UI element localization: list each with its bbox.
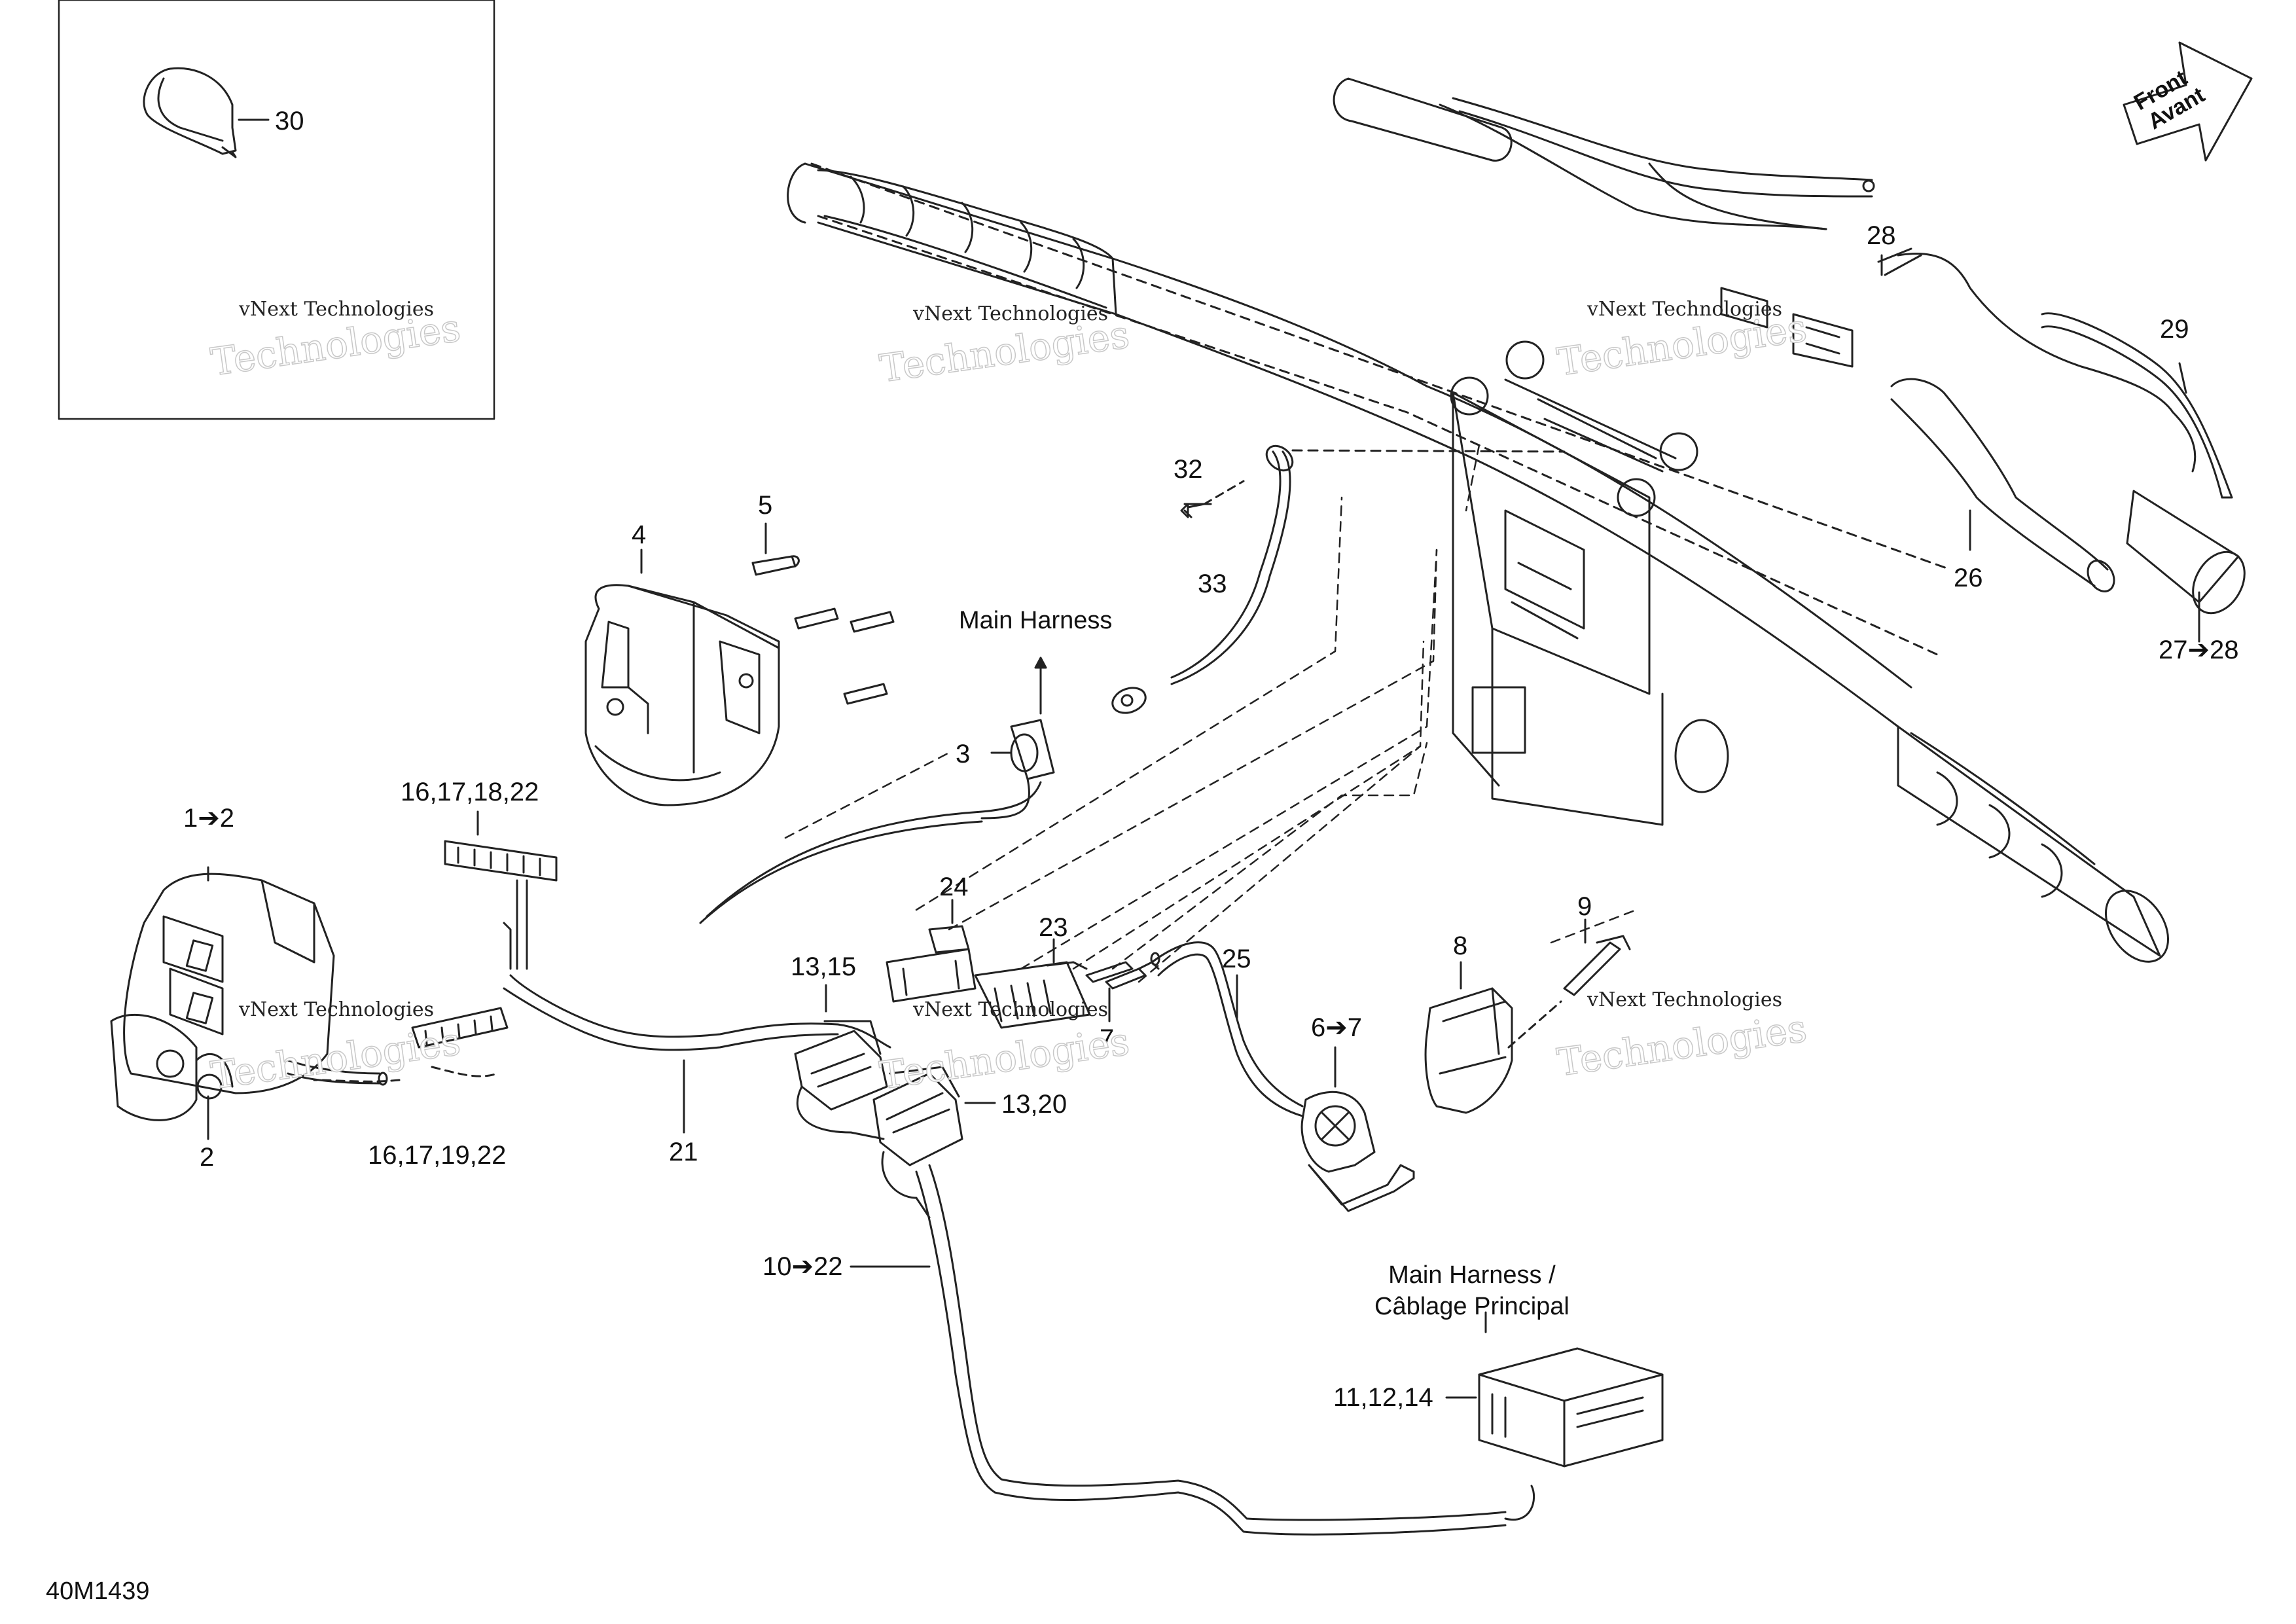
label-6-7: 6➔7 <box>1311 1013 1363 1042</box>
terminals-7 <box>1085 961 1160 990</box>
label-7: 7 <box>1100 1024 1115 1053</box>
label-21: 21 <box>669 1138 698 1166</box>
tube-29 <box>2041 312 2233 499</box>
label-13-15: 13,15 <box>791 952 857 981</box>
watermark-small-3: vNext Technologies <box>1587 298 1783 321</box>
label-13-20: 13,20 <box>1001 1090 1067 1119</box>
watermark-small-2: vNext Technologies <box>913 302 1109 325</box>
label-5: 5 <box>758 491 773 520</box>
connector-6-7 <box>1300 1091 1415 1212</box>
label-29: 29 <box>2160 315 2189 344</box>
pin-9 <box>1563 935 1631 996</box>
label-3: 3 <box>956 740 971 768</box>
inset-frame <box>58 0 495 420</box>
connector-23 <box>974 961 1091 1029</box>
connector-13-15 <box>794 1020 888 1140</box>
note-main-harness-fr-line2: Câblage Principal <box>1374 1292 1570 1320</box>
label-11-12-14: 11,12,14 <box>1333 1383 1433 1412</box>
note-main-harness: Main Harness <box>959 607 1113 634</box>
watermark-small-4: vNext Technologies <box>239 998 435 1021</box>
label-28: 28 <box>1867 221 1896 250</box>
label-30: 30 <box>275 107 304 135</box>
label-2: 2 <box>200 1143 215 1172</box>
label-9: 9 <box>1577 892 1592 921</box>
screws-5 <box>751 555 895 705</box>
leader-32 <box>1203 480 1245 505</box>
drawing-code: 40M1439 <box>46 1578 150 1605</box>
alignment-lines <box>784 444 1638 983</box>
note-main-harness-fr: Main Harness / Câblage Principal <box>1374 1260 1570 1322</box>
handlebar <box>787 162 2170 963</box>
note-main-harness-fr-line1: Main Harness / <box>1388 1261 1556 1289</box>
harness-21 <box>503 781 1042 1051</box>
label-8: 8 <box>1453 931 1468 960</box>
watermark-small-5: vNext Technologies <box>913 998 1109 1021</box>
connector-11-12-14 <box>1478 1347 1664 1468</box>
grip-heater-wire <box>1333 77 1875 230</box>
direction-arrow <box>2123 41 2253 162</box>
harness-10-22 <box>915 1164 1535 1536</box>
sleeve-27 <box>2126 490 2246 615</box>
ground-wire-33 <box>1111 444 1294 714</box>
label-1-2: 1➔2 <box>183 804 235 833</box>
switch-assembly-1 <box>110 873 388 1121</box>
tube-26 <box>1890 378 2115 592</box>
part-8 <box>1424 987 1513 1114</box>
label-33: 33 <box>1198 569 1227 598</box>
label-4: 4 <box>632 520 647 549</box>
switch-housing-4 <box>584 584 780 806</box>
harness-25 <box>1150 941 1304 1117</box>
label-16-17-19-22: 16,17,19,22 <box>368 1141 507 1170</box>
leader-29 <box>2178 362 2187 394</box>
bolt-32 <box>1180 503 1206 518</box>
label-24: 24 <box>939 873 969 901</box>
label-23: 23 <box>1039 913 1068 942</box>
connector-16-17-19-22 <box>411 1007 509 1049</box>
label-27-28: 27➔28 <box>2159 636 2239 664</box>
connector-24 <box>886 925 977 1003</box>
label-32: 32 <box>1174 455 1203 484</box>
watermark-small-1: vNext Technologies <box>239 298 435 321</box>
handlebar-riser <box>1450 340 1729 826</box>
label-16-17-18-22: 16,17,18,22 <box>401 778 539 806</box>
watermark-small-6: vNext Technologies <box>1587 988 1783 1011</box>
clip-part-30 <box>143 67 237 158</box>
label-25: 25 <box>1222 945 1251 973</box>
label-10-22: 10➔22 <box>762 1252 843 1281</box>
connector-16-17-18-22 <box>444 840 558 970</box>
connector-13-20 <box>872 1066 963 1219</box>
label-26: 26 <box>1954 564 1983 592</box>
connector-28 <box>1720 247 2197 473</box>
